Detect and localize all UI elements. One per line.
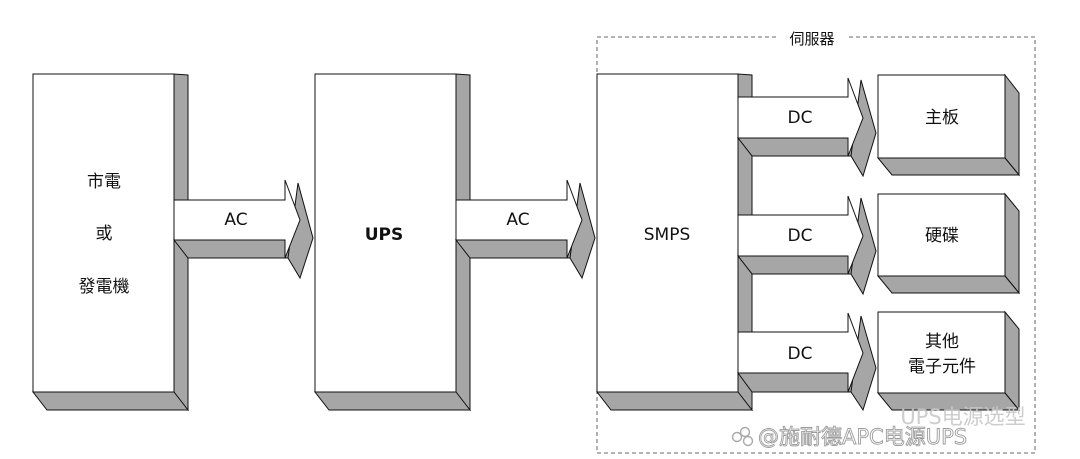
ups-block [313, 73, 472, 412]
ac-label-2: AC [506, 210, 529, 230]
dc-label-2: DC [788, 226, 813, 246]
dc-arrow-1 [736, 77, 877, 216]
watermark-back-text: UPS电源选型 [900, 405, 1025, 429]
smps-label: SMPS [644, 225, 691, 245]
ac-label-1: AC [224, 210, 247, 230]
ups-label: UPS [365, 225, 404, 245]
dc-arrow-2 [736, 195, 877, 333]
dc-label-1: DC [788, 108, 813, 128]
other-components-label-line1: 其他 [925, 332, 959, 352]
ac-arrow-2 [454, 179, 596, 280]
source-block [31, 73, 190, 412]
disk-box [876, 192, 1021, 295]
watermark-text: @施耐德APC电源UPS [758, 425, 967, 449]
source-label-line3: 發電機 [79, 277, 130, 297]
mainboard-label: 主板 [925, 108, 959, 128]
source-label-line2: 或 [96, 224, 113, 244]
source-label-line1: 市電 [87, 172, 121, 192]
disk-label: 硬碟 [925, 226, 959, 246]
other-components-label-line2: 電子元件 [908, 357, 976, 377]
ac-arrow-1 [172, 179, 314, 280]
dc-label-3: DC [788, 344, 813, 364]
dc-arrow-3 [737, 312, 877, 412]
mainboard-box [876, 73, 1021, 177]
watermark: @施耐德APC电源UPS [731, 425, 968, 449]
server-label: 伺服器 [789, 30, 834, 48]
watermark-logo-icon [731, 426, 754, 447]
other-components-box [876, 310, 1021, 412]
